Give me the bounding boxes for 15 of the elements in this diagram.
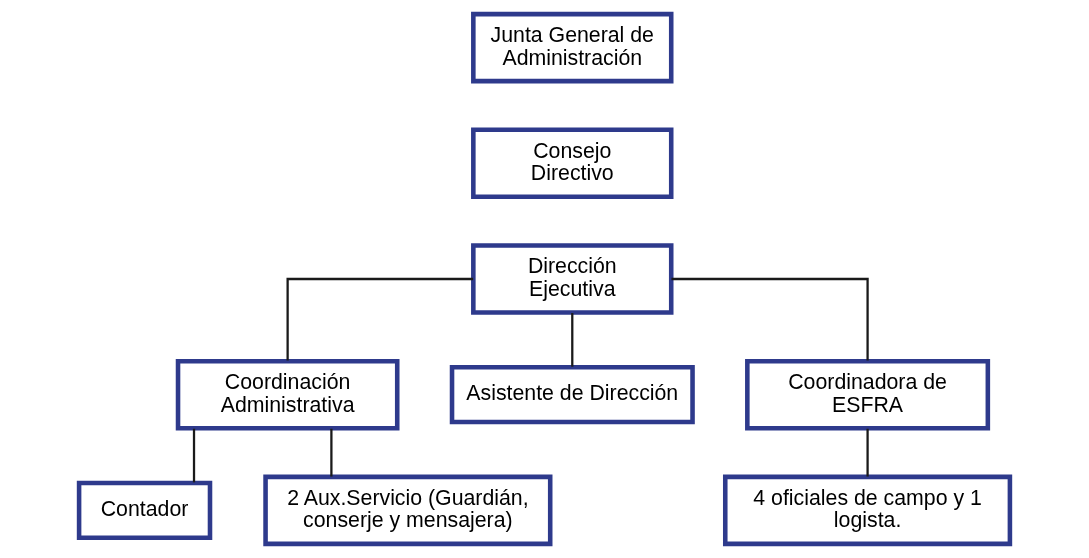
node-box: Junta General de Administración	[471, 11, 674, 84]
connector	[571, 313, 574, 367]
connector	[192, 428, 196, 483]
node-box: Coordinadora de ESFRA	[745, 358, 991, 431]
node-box: Asistente de Dirección	[449, 365, 695, 425]
node-box: 2 Aux.Servicio (Guardián, conserje y mensajera)	[263, 474, 553, 547]
node-box: Consejo Directivo	[471, 127, 674, 200]
connector	[671, 277, 869, 361]
connector	[286, 277, 474, 361]
connector	[866, 428, 869, 477]
node-box: Coordinación Administrativa	[175, 358, 400, 431]
node-box: Contador	[76, 480, 213, 541]
node-box: 4 oficiales de campo y 1 logista.	[722, 474, 1013, 547]
connector	[330, 428, 333, 477]
node-box: Dirección Ejecutiva	[471, 243, 674, 315]
